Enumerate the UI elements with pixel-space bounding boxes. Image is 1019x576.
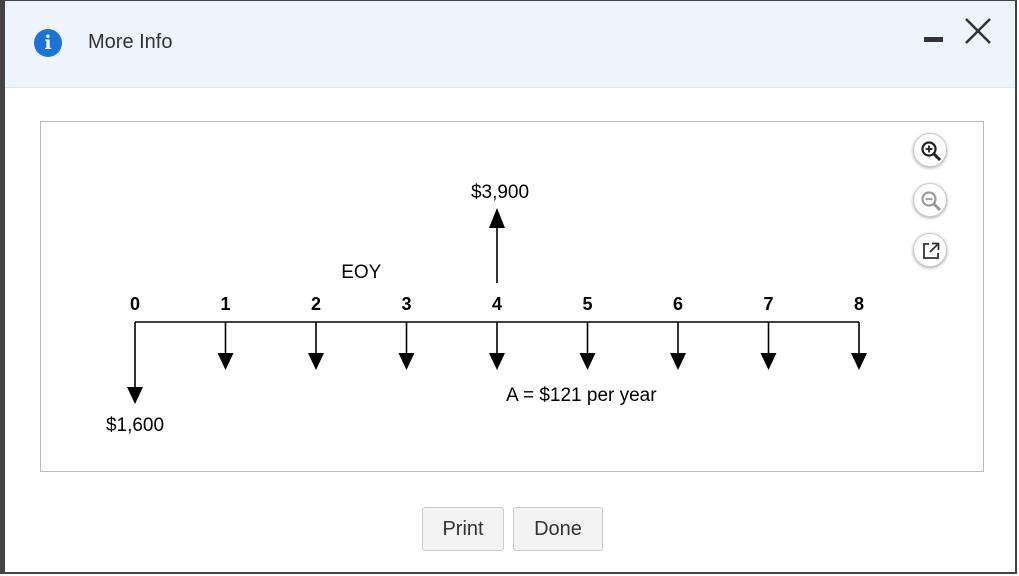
zoom-out-button[interactable] [913,183,947,217]
eoy-label: EOY [341,262,381,283]
period-label: 5 [582,294,592,314]
annuity-label: A = $121 per year [506,385,657,406]
annuity-arrow-head [489,353,505,370]
annuity-arrow-head [851,353,867,370]
period-label: 7 [763,294,773,314]
outflow-label: $1,600 [106,415,164,436]
annuity-arrow-head [308,353,324,370]
minimize-button[interactable] [919,23,949,53]
annuity-arrow-head [398,353,415,370]
figure-panel: 0 1 2 3 4 5 6 7 8 EOY $1,600 A = $121 per year $3,90… [40,121,984,472]
zoom-in-button[interactable] [913,133,947,167]
minimize-icon [924,37,943,42]
period-label: 1 [220,294,230,314]
zoom-out-icon [921,191,942,212]
cash-flow-diagram: 0 1 2 3 4 5 6 7 8 EOY $1,600 A = $121 per year $3,90… [106,182,867,436]
zoom-in-icon [921,141,942,162]
done-button[interactable]: Done [513,507,603,551]
popout-icon [923,242,940,259]
popout-button[interactable] [913,233,947,267]
annuity-arrow-head [217,353,234,370]
inflow-label: $3,900 [471,182,529,203]
dialog-header: i More Info [5,1,1015,88]
period-label: 4 [492,294,502,314]
period-label: 0 [130,294,140,314]
period-label: 8 [854,294,864,314]
info-icon: i [34,29,62,57]
annuity-arrow-head [670,353,686,370]
close-icon [965,18,991,44]
inflow-arrow-head [489,208,505,228]
close-button[interactable] [961,13,997,49]
annuity-arrow-head [579,353,596,370]
period-label: 6 [673,294,683,314]
annuity-arrow-head [760,353,777,370]
period-label: 2 [311,294,321,314]
period-label: 3 [401,294,411,314]
print-button[interactable]: Print [422,507,504,551]
outflow-arrow-head [127,387,143,404]
dialog-title: More Info [88,31,173,53]
